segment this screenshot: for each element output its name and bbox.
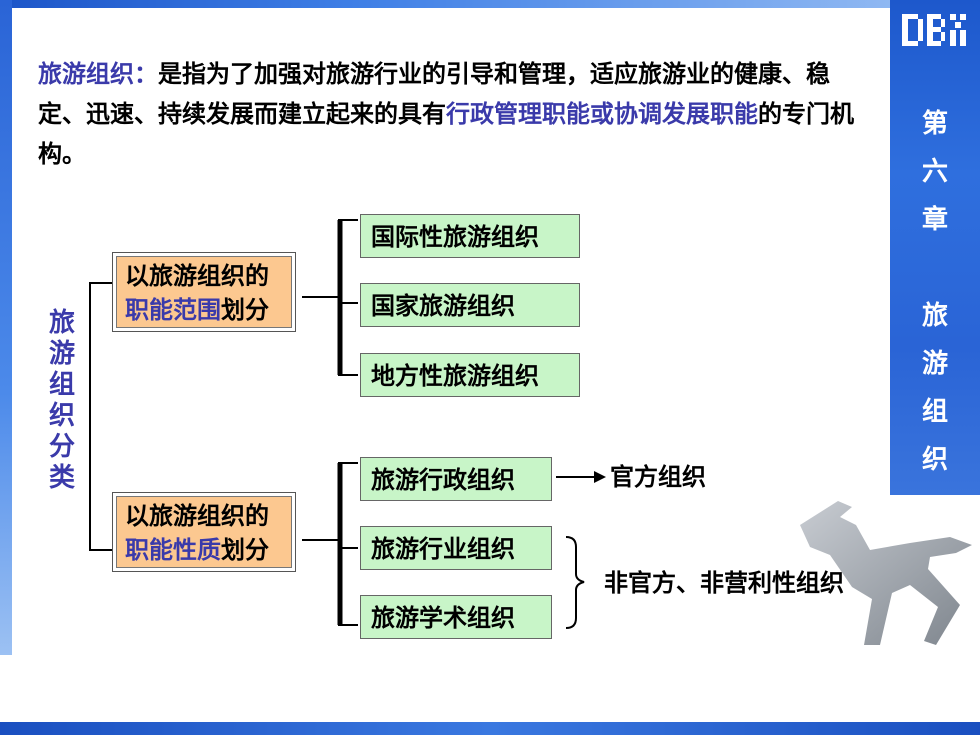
chapter-char: 组 <box>921 397 948 427</box>
chapter-sidebar <box>890 0 980 495</box>
horse-decoration <box>760 495 980 659</box>
official-label: 官方组织 <box>610 463 706 491</box>
definition-paragraph: 旅游组织：是指为了加强对旅游行业的引导和管理，适应旅游业的健康、稳定、迅速、持续… <box>38 54 868 174</box>
category-suffix: 划分 <box>221 296 269 324</box>
root-char: 游 <box>48 339 75 369</box>
category-line1: 以旅游组织的 <box>125 502 269 530</box>
chapter-char: 第 <box>921 109 948 139</box>
root-char: 织 <box>48 401 75 431</box>
leaf-national: 国家旅游组织 <box>360 283 580 327</box>
horse-silhouette-icon <box>800 501 972 645</box>
root-bracket <box>89 282 112 551</box>
category-by-scope: 以旅游组织的 职能范围划分 <box>112 252 296 332</box>
chapter-char: 旅 <box>921 301 948 331</box>
official-arrow-head <box>594 471 606 483</box>
chapter-char: 游 <box>921 349 948 379</box>
pixel-logo-icon <box>902 14 966 46</box>
chapter-char: 章 <box>921 205 948 235</box>
root-char: 旅 <box>48 308 75 338</box>
leaf-local: 地方性旅游组织 <box>360 353 580 397</box>
category-by-nature: 以旅游组织的 职能性质划分 <box>112 492 296 572</box>
left-accent-bar <box>0 0 12 655</box>
nonprofit-label: 非官方、非营利性组织 <box>604 569 844 597</box>
root-node: 旅 游 组 织 分 类 <box>40 308 84 494</box>
definition-term: 旅游组织： <box>38 60 158 88</box>
bottom-accent-bar <box>0 722 980 735</box>
chapter-title: 第 六 章 旅 游 组 织 <box>890 100 980 484</box>
leaf-industry: 旅游行业组织 <box>360 526 552 570</box>
chapter-char: 六 <box>921 157 948 187</box>
category-line2: 职能性质划分 <box>125 533 295 567</box>
definition-highlight: 行政管理职能或协调发展职能 <box>446 100 758 128</box>
root-char: 分 <box>48 432 75 462</box>
top-accent-bar <box>0 0 890 8</box>
root-char: 组 <box>48 370 75 400</box>
category-highlight: 职能范围 <box>125 296 221 324</box>
definition-text-b: 的专门机构。 <box>38 100 854 168</box>
category-line1: 以旅游组织的 <box>125 262 269 290</box>
leaf-international: 国际性旅游组织 <box>360 214 580 258</box>
category-suffix: 划分 <box>221 536 269 564</box>
leaf-academic: 旅游学术组织 <box>360 595 552 639</box>
category-highlight: 职能性质 <box>125 536 221 564</box>
leaf-administrative: 旅游行政组织 <box>360 457 552 501</box>
chapter-char: 织 <box>921 445 948 475</box>
category-line2: 职能范围划分 <box>125 293 295 327</box>
nonprofit-brace <box>565 536 585 629</box>
definition-text-a: 是指为了加强对旅游行业的引导和管理，适应旅游业的健康、稳定、迅速、持续发展而建立… <box>38 60 830 128</box>
root-char: 类 <box>48 463 75 493</box>
